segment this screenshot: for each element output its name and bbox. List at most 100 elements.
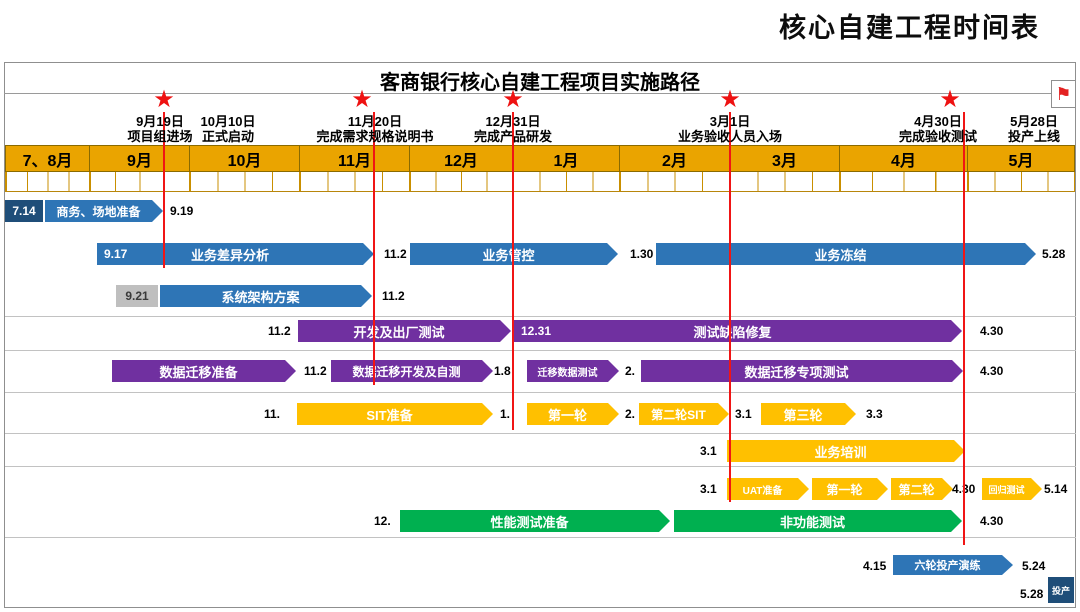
date-label: 9.19 [170, 204, 194, 218]
month-cell: 5月 [968, 145, 1075, 172]
month-header: 7、8月 9月 10月 11月 12月 1月 2月 3月 4月 5月 [5, 145, 1075, 172]
milestone-date: 9月19日 [136, 114, 184, 129]
bar-sit-round3: 第三轮 [761, 403, 856, 425]
date-label: 4.15 [863, 559, 887, 573]
chart-title: 客商银行核心自建工程项目实施路径 [380, 72, 700, 94]
date-label: 11.2 [304, 364, 327, 378]
bar-commerce-site-prep: 商务、场地准备 [45, 200, 163, 222]
week-grid-month [513, 172, 620, 192]
start-date-box: 9.21 [116, 285, 158, 307]
golive-box: 投产 [1048, 577, 1074, 603]
bar-business-training: 业务培训 [727, 440, 965, 462]
title-divider [4, 93, 1076, 94]
milestone-date: 11月20日 [347, 114, 403, 129]
golive-flag-box: ⚑ [1051, 80, 1076, 108]
milestone-date: 10月10日 [200, 114, 256, 129]
milestone-oct10: 10月10日 正式启动 [201, 114, 256, 144]
milestone-star-icon: ★ [351, 86, 373, 113]
month-cell: 7、8月 [5, 145, 90, 172]
milestone-line-dec31 [512, 112, 514, 430]
week-grid-month [968, 172, 1075, 192]
bar-nonfunctional-test: 非功能测试 [674, 510, 962, 532]
month-cell: 4月 [840, 145, 968, 172]
week-grid-month [840, 172, 968, 192]
milestone-may28: 5月28日 投产上线 [1008, 114, 1060, 144]
bar-sit-round1: 第一轮 [527, 403, 619, 425]
date-label: 4.30 [980, 324, 1004, 338]
milestone-line-mar1 [729, 112, 731, 502]
date-label: 5.24 [1022, 559, 1046, 573]
bar-perf-test-prep: 性能测试准备 [400, 510, 670, 532]
milestone-desc: 投产上线 [1007, 129, 1061, 144]
date-label: 3.3 [866, 407, 883, 421]
milestone-desc: 业务验收人员入场 [677, 129, 783, 144]
bar-business-freeze: 业务冻结 [656, 243, 1036, 265]
bar-start-date: 9.17 [104, 247, 128, 261]
milestone-date: 5月28日 [1010, 114, 1058, 129]
bar-migration-prep: 数据迁移准备 [112, 360, 296, 382]
month-cell: 3月 [730, 145, 840, 172]
bar-regression-test: 回归测试 [982, 478, 1042, 500]
week-grid-month [410, 172, 513, 192]
date-label: 11.2 [382, 289, 405, 303]
bar-migration-special-test: 数据迁移专项测试 [641, 360, 963, 382]
row-divider [5, 392, 1076, 393]
row-divider [5, 466, 1076, 467]
milestone-dec31: 12月31日 完成产品研发 [474, 114, 552, 144]
date-label: 5.28 [1042, 247, 1066, 261]
row-divider [5, 350, 1076, 351]
milestone-line-sep19 [163, 112, 165, 268]
date-label: 1.8 [494, 364, 511, 378]
week-grid-month [300, 172, 410, 192]
milestone-star-icon: ★ [502, 86, 524, 113]
week-grid-month [90, 172, 190, 192]
milestone-desc: 完成验收测试 [898, 129, 978, 144]
start-date-box: 7.14 [5, 200, 43, 222]
bar-start-date: 12.31 [521, 324, 552, 338]
bar-defect-fix: 12.31 测试缺陷修复 [514, 320, 962, 342]
milestone-desc: 完成需求规格说明书 [316, 129, 434, 144]
month-cell: 9月 [90, 145, 190, 172]
milestone-line-nov20 [373, 112, 375, 385]
date-label: 3.1 [735, 407, 752, 421]
date-label: 1.30 [630, 247, 654, 261]
bar-migration-data-test: 迁移数据测试 [527, 360, 619, 382]
milestone-line-apr30 [963, 112, 965, 545]
milestone-date: 3月1日 [709, 114, 751, 129]
date-label: 3.1 [700, 482, 717, 496]
date-label: 11. [264, 407, 281, 421]
bar-sit-prep: SIT准备 [297, 403, 493, 425]
date-label: 12. [374, 514, 391, 528]
flag-icon: ⚑ [1055, 83, 1072, 104]
week-grid [5, 172, 1075, 192]
bar-uat-round2: 第二轮 [891, 478, 953, 500]
milestone-date: 4月30日 [914, 114, 962, 129]
bar-business-control: 业务管控 [410, 243, 618, 265]
milestone-desc: 完成产品研发 [473, 129, 553, 144]
milestone-sep19: 9月19日 项目组进场 [127, 114, 192, 144]
bar-dev-factory-test: 开发及出厂测试 [298, 320, 511, 342]
month-cell: 1月 [513, 145, 620, 172]
date-label: 5.28 [1020, 587, 1044, 601]
bar-label: 业务差异分析 [190, 247, 269, 263]
date-label: 1. [500, 407, 511, 421]
milestone-star-icon: ★ [939, 86, 961, 113]
milestone-desc: 项目组进场 [127, 129, 193, 144]
bar-business-diff-analysis: 9.17 业务差异分析 [97, 243, 374, 265]
row-divider [5, 316, 1076, 317]
milestone-star-icon: ★ [719, 86, 741, 113]
date-label: 4.30 [980, 364, 1004, 378]
date-label: 11.2 [384, 247, 407, 261]
page-title: 核心自建工程时间表 [779, 13, 1040, 43]
bar-uat-prep: UAT准备 [727, 478, 809, 500]
month-cell: 11月 [300, 145, 410, 172]
bar-system-architecture: 系统架构方案 [160, 285, 372, 307]
milestone-mar1: 3月1日 业务验收人员入场 [678, 114, 782, 144]
date-label: 2. [625, 407, 636, 421]
milestone-desc: 正式启动 [201, 129, 255, 144]
bar-production-rehearsal: 六轮投产演练 [893, 555, 1013, 575]
week-grid-month [620, 172, 730, 192]
row-divider [5, 537, 1076, 538]
milestone-date: 12月31日 [485, 114, 541, 129]
